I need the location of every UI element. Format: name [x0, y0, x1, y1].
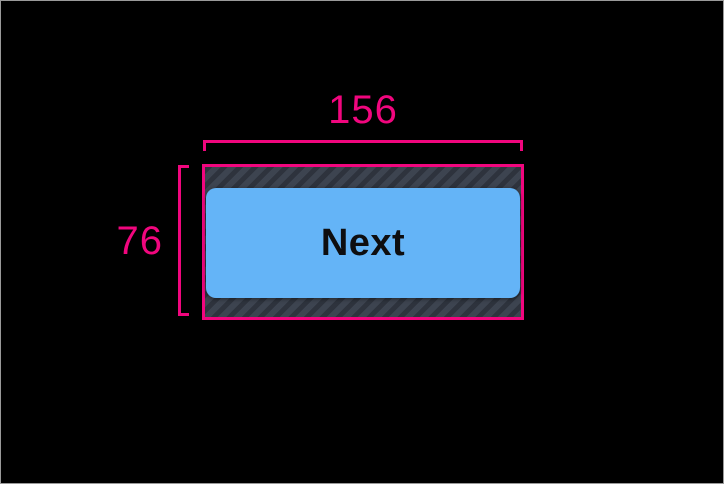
- width-dimension-label: 156: [328, 88, 398, 132]
- width-dimension-bracket: [203, 140, 523, 151]
- height-dimension-bracket: [178, 165, 189, 316]
- tap-target-region[interactable]: Next: [202, 164, 524, 320]
- height-dimension-label: 76: [116, 219, 163, 263]
- next-button[interactable]: Next: [206, 188, 520, 298]
- next-button-label: Next: [320, 221, 406, 264]
